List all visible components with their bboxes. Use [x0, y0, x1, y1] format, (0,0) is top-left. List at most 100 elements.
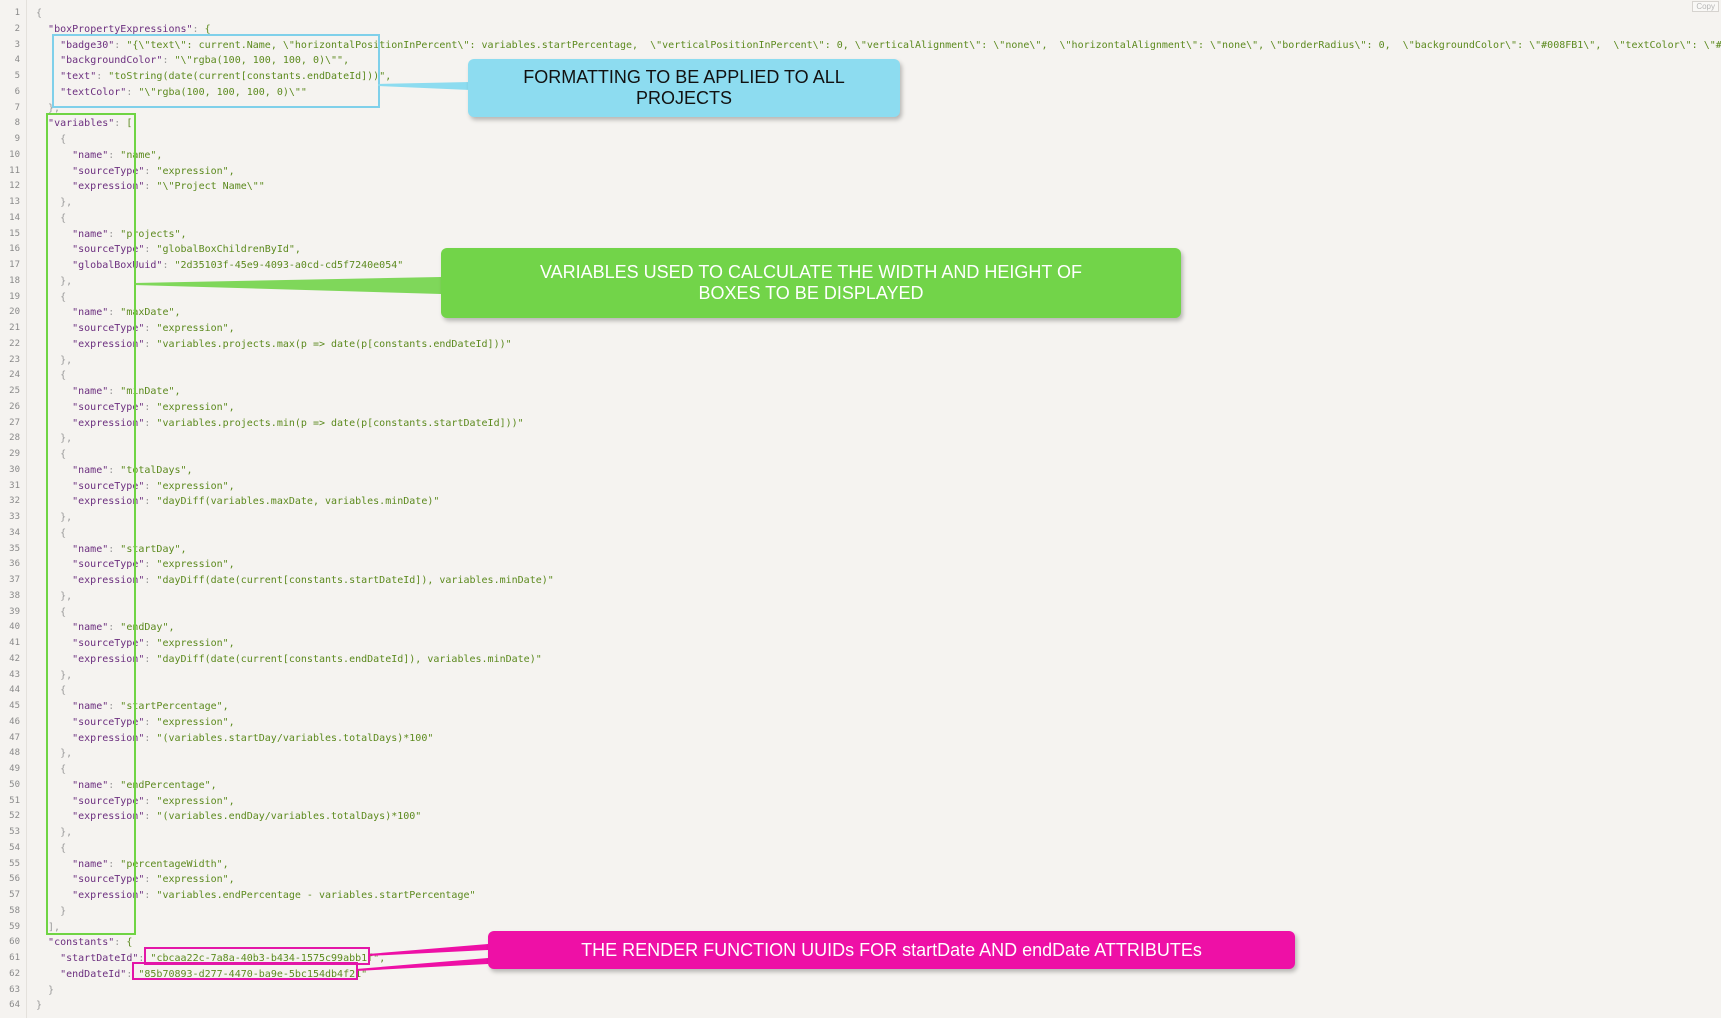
render-uuid-callout: THE RENDER FUNCTION UUIDs FOR startDate …	[488, 931, 1295, 969]
code-line[interactable]: "sourceType": "globalBoxChildrenById",	[72, 244, 301, 256]
code-line[interactable]: },	[36, 590, 73, 602]
line-number: 23	[9, 354, 20, 365]
code-line[interactable]: },	[36, 827, 73, 838]
code-line[interactable]: "sourceType": "expression",	[72, 638, 235, 649]
code-line[interactable]: "expression": "variables.projects.max(p …	[72, 338, 512, 350]
code-line[interactable]: },	[36, 102, 61, 114]
code-line[interactable]: "name": "startPercentage",	[72, 701, 229, 712]
code-line[interactable]: }	[36, 905, 67, 917]
line-number: 15	[9, 228, 20, 239]
code-line[interactable]: },	[36, 197, 73, 208]
code-line[interactable]: "expression": "\"Project Name\""	[72, 181, 265, 193]
code-line[interactable]: }	[36, 1000, 43, 1012]
line-number: 45	[9, 701, 20, 711]
code-line[interactable]: {	[36, 291, 67, 303]
code-line[interactable]: "variables": [	[48, 118, 133, 130]
code-line[interactable]: {	[36, 370, 67, 382]
code-line[interactable]: "name": "name",	[72, 149, 163, 161]
code-line[interactable]: "expression": "variables.endPercentage -…	[72, 890, 476, 901]
code-line[interactable]: "sourceType": "expression",	[72, 716, 235, 728]
line-number: 19	[9, 291, 20, 302]
variables-callout-text: VARIABLES USED TO CALCULATE THE WIDTH AN…	[539, 262, 1083, 303]
line-number: 36	[9, 559, 20, 570]
code-line[interactable]: "name": "percentageWidth",	[72, 858, 229, 870]
code-line[interactable]: {	[36, 134, 67, 145]
code-line[interactable]: "name": "endDay",	[72, 622, 175, 634]
code-line[interactable]: "startDateId": "cbcaa22c-7a8a-40b3-b434-…	[60, 953, 386, 964]
line-number: 31	[9, 480, 20, 491]
code-line[interactable]: "constants": {	[48, 937, 133, 949]
code-line[interactable]: {	[36, 842, 67, 854]
code-line[interactable]: {	[36, 606, 67, 618]
line-number: 62	[9, 968, 20, 979]
line-number: 46	[9, 716, 20, 727]
code-line[interactable]: "name": "maxDate",	[72, 307, 181, 319]
code-line[interactable]: "sourceType": "expression",	[72, 480, 235, 492]
code-line[interactable]: "name": "endPercentage",	[72, 779, 217, 791]
code-line[interactable]: "sourceType": "expression",	[72, 874, 235, 886]
code-line[interactable]: "name": "minDate",	[72, 386, 181, 397]
line-number: 57	[9, 890, 20, 900]
code-line[interactable]: {	[36, 764, 67, 775]
line-number: 63	[9, 984, 20, 995]
line-number: 21	[9, 323, 20, 333]
code-line[interactable]: },	[36, 512, 73, 523]
line-number: 22	[9, 338, 20, 349]
code-line[interactable]: "text": "toString(date(current[constants…	[60, 71, 392, 82]
code-line[interactable]: },	[36, 748, 73, 760]
code-line[interactable]: "endDateId": "85b70893-d277-4470-ba9e-5b…	[60, 968, 368, 980]
code-line[interactable]: "badge30": "{\"text\": current.Name, \"h…	[60, 39, 1721, 51]
code-line[interactable]: },	[36, 354, 73, 366]
line-number: 34	[9, 527, 20, 538]
line-number: 17	[9, 260, 20, 270]
code-line[interactable]: },	[36, 275, 73, 287]
code-line[interactable]: "expression": "(variables.endDay/variabl…	[72, 811, 422, 823]
code-line[interactable]: },	[36, 433, 73, 445]
code-line[interactable]: "expression": "dayDiff(date(current[cons…	[72, 575, 554, 586]
code-line[interactable]: "textColor": "\"rgba(100, 100, 100, 0)\"…	[60, 86, 307, 98]
variables-callout: VARIABLES USED TO CALCULATE THE WIDTH AN…	[441, 248, 1181, 318]
line-number: 39	[9, 606, 20, 617]
code-line[interactable]: "name": "projects",	[72, 228, 187, 240]
line-number: 12	[9, 181, 20, 192]
line-number: 41	[9, 638, 20, 648]
code-line[interactable]: }	[36, 984, 55, 996]
code-line[interactable]: "expression": "variables.projects.min(p …	[72, 417, 524, 429]
code-line[interactable]: "boxPropertyExpressions": {	[48, 23, 211, 35]
code-line[interactable]: "backgroundColor": "\"rgba(100, 100, 100…	[60, 55, 350, 67]
code-line[interactable]: {	[36, 449, 67, 460]
code-line[interactable]: "sourceType": "expression",	[72, 401, 235, 413]
code-line[interactable]: },	[36, 669, 73, 681]
line-number: 24	[9, 370, 20, 381]
code-line[interactable]: "sourceType": "expression",	[72, 323, 235, 334]
code-line[interactable]: "name": "totalDays",	[72, 464, 193, 476]
line-number: 27	[9, 417, 20, 428]
code-line[interactable]: "expression": "(variables.startDay/varia…	[72, 732, 434, 744]
line-number: 38	[9, 590, 20, 601]
code-line[interactable]: "expression": "dayDiff(variables.maxDate…	[72, 496, 440, 508]
line-number: 53	[9, 827, 20, 837]
line-number: 59	[9, 921, 20, 932]
code-line[interactable]: ],	[36, 921, 61, 933]
code-line[interactable]: {	[36, 212, 67, 224]
line-number: 51	[9, 795, 20, 806]
copy-button[interactable]: Copy	[1692, 1, 1719, 12]
code-line[interactable]: "expression": "dayDiff(date(current[cons…	[72, 653, 542, 665]
line-number: 25	[9, 386, 20, 396]
code-line[interactable]: {	[36, 685, 67, 697]
code-line[interactable]: "sourceType": "expression",	[72, 559, 235, 571]
code-line[interactable]: "globalBoxUuid": "2d35103f-45e9-4093-a0c…	[72, 260, 404, 271]
code-line[interactable]: "name": "startDay",	[72, 543, 187, 555]
code-line[interactable]: "sourceType": "expression",	[72, 165, 235, 177]
code-line[interactable]: {	[36, 8, 43, 19]
code-line[interactable]: "sourceType": "expression",	[72, 795, 235, 807]
line-number: 58	[9, 905, 20, 916]
formatting-callout-text: FORMATTING TO BE APPLIED TO ALL PROJECTS	[523, 67, 845, 108]
formatting-callout: FORMATTING TO BE APPLIED TO ALL PROJECTS	[468, 59, 900, 117]
line-number: 1	[14, 8, 20, 18]
formatting-highlight-box	[52, 34, 380, 108]
line-number: 47	[9, 732, 20, 743]
code-line[interactable]: {	[36, 527, 67, 539]
line-number: 55	[9, 858, 20, 869]
